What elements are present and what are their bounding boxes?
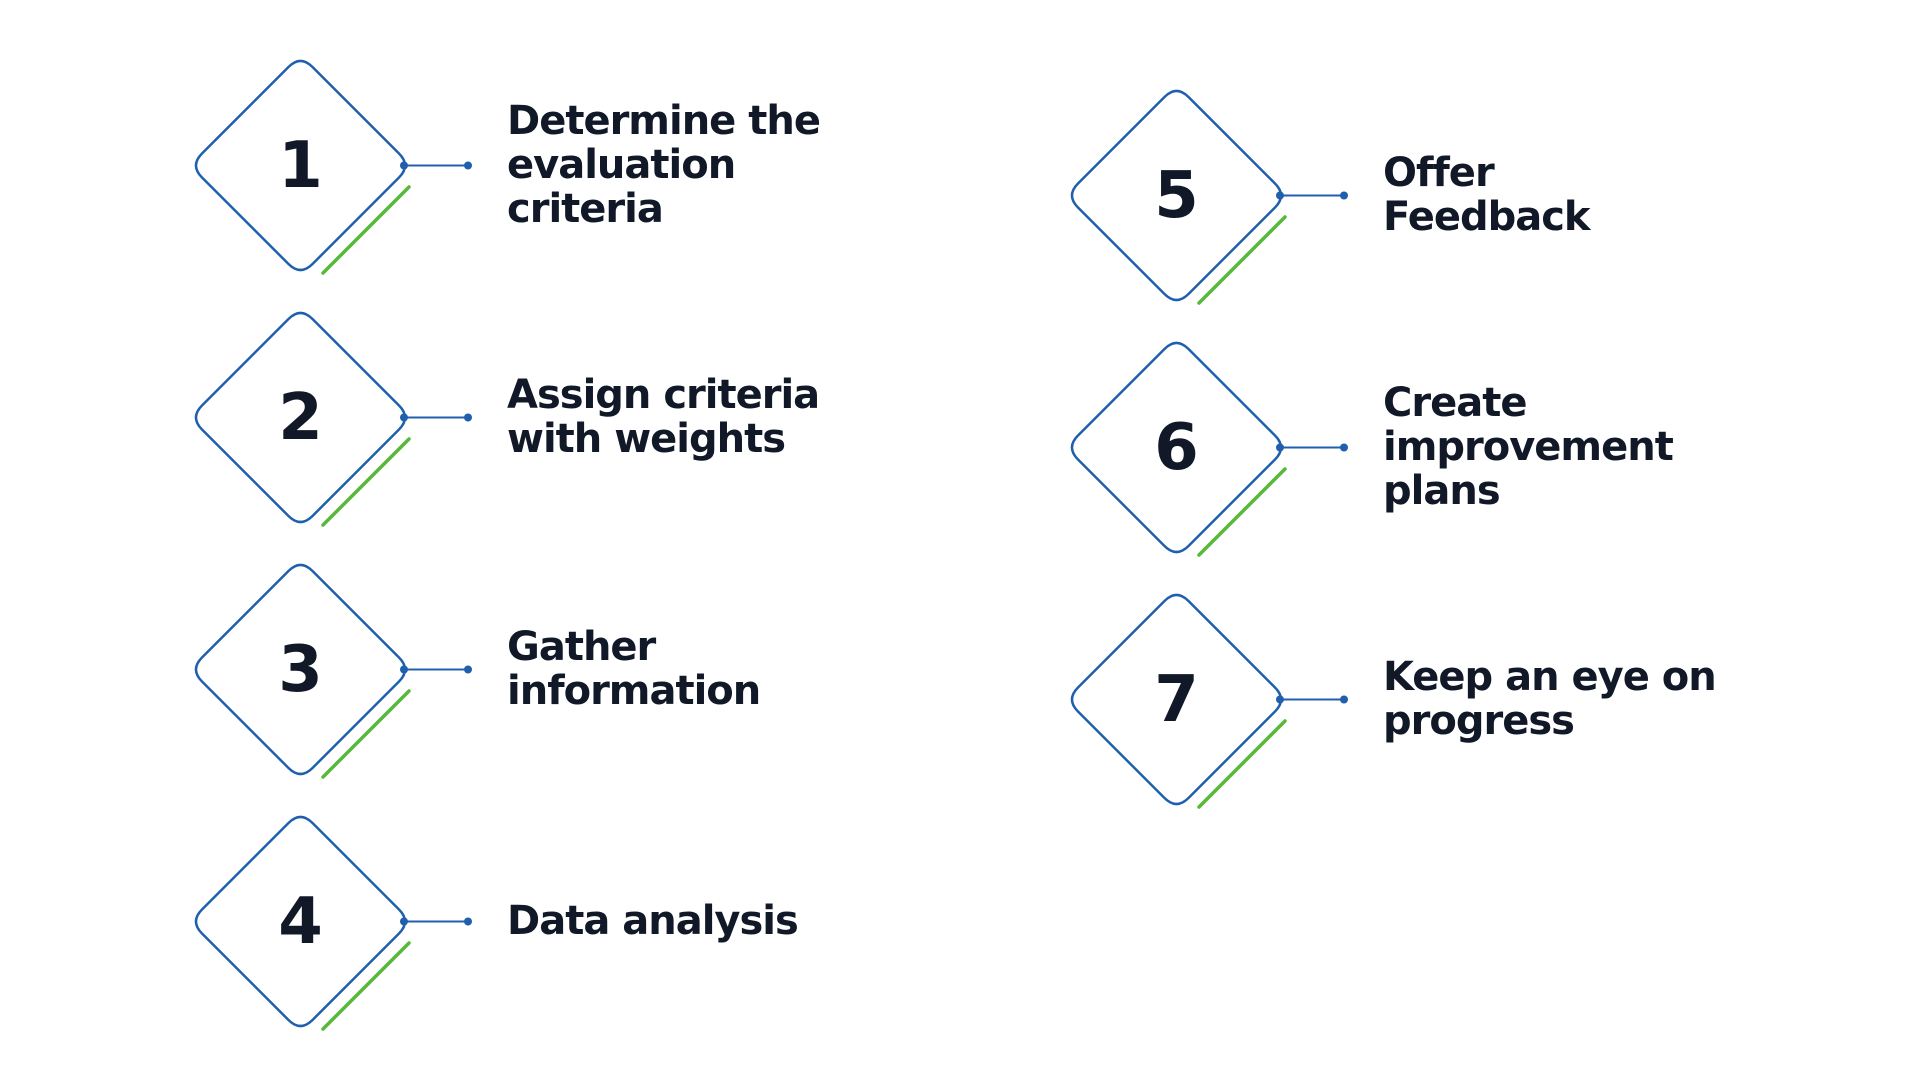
step-1-connector-start-dot <box>400 161 408 170</box>
step-4-number: 4 <box>278 884 323 959</box>
step-4: 4 Data analysis <box>194 815 917 1058</box>
step-5-connector-end-dot <box>1340 191 1348 200</box>
step-6-number: 6 <box>1154 410 1199 485</box>
step-3-connector-end-dot <box>464 665 472 674</box>
step-7-connector-start-dot <box>1276 695 1284 704</box>
step-6-connector-end-dot <box>1340 443 1348 452</box>
step-5-label: Offer Feedback <box>1383 150 1591 240</box>
step-3-diamond <box>194 563 407 776</box>
step-6-graphic <box>1070 341 1348 557</box>
step-3-number: 3 <box>278 632 323 707</box>
step-6-label: Create improvement plans <box>1383 380 1674 514</box>
step-7-graphic <box>1070 593 1348 809</box>
step-2-accent-line <box>321 437 411 527</box>
step-5: 5 Offer Feedback <box>1070 89 1793 332</box>
step-2: 2 Assign criteria with weights <box>194 311 917 554</box>
step-6-accent-line <box>1197 467 1287 557</box>
step-7-diamond <box>1070 593 1283 806</box>
step-7: 7 Keep an eye on progress <box>1070 593 1793 836</box>
step-5-accent-line <box>1197 215 1287 305</box>
step-4-connector-end-dot <box>464 917 472 926</box>
step-7-number: 7 <box>1154 662 1199 737</box>
step-6: 6 Create improvement plans <box>1070 341 1793 584</box>
step-2-connector-start-dot <box>400 413 408 422</box>
step-5-connector-start-dot <box>1276 191 1284 200</box>
step-3: 3 Gather information <box>194 563 917 806</box>
step-3-graphic <box>194 563 472 779</box>
step-5-diamond <box>1070 89 1283 302</box>
step-1-connector-end-dot <box>464 161 472 170</box>
step-2-diamond <box>194 311 407 524</box>
step-4-accent-line <box>321 941 411 1031</box>
step-1: 1 Determine the evaluation criteria <box>194 59 917 302</box>
step-6-diamond <box>1070 341 1283 554</box>
step-2-number: 2 <box>278 380 323 455</box>
step-5-number: 5 <box>1154 158 1199 233</box>
step-2-connector-end-dot <box>464 413 472 422</box>
step-7-connector-end-dot <box>1340 695 1348 704</box>
step-2-label: Assign criteria with weights <box>507 372 820 462</box>
step-1-diamond <box>194 59 407 272</box>
step-3-connector-start-dot <box>400 665 408 674</box>
step-1-graphic <box>194 59 472 275</box>
step-5-graphic <box>1070 89 1348 305</box>
step-1-label: Determine the evaluation criteria <box>507 98 821 232</box>
step-2-graphic <box>194 311 472 527</box>
step-7-accent-line <box>1197 719 1287 809</box>
step-3-accent-line <box>321 689 411 779</box>
step-4-connector-start-dot <box>400 917 408 926</box>
step-4-diamond <box>194 815 407 1028</box>
step-1-accent-line <box>321 185 411 275</box>
step-7-label: Keep an eye on progress <box>1383 654 1717 744</box>
step-3-label: Gather information <box>507 624 761 714</box>
step-6-connector-start-dot <box>1276 443 1284 452</box>
step-4-graphic <box>194 815 472 1031</box>
step-1-number: 1 <box>278 128 323 203</box>
step-4-label: Data analysis <box>507 898 799 944</box>
